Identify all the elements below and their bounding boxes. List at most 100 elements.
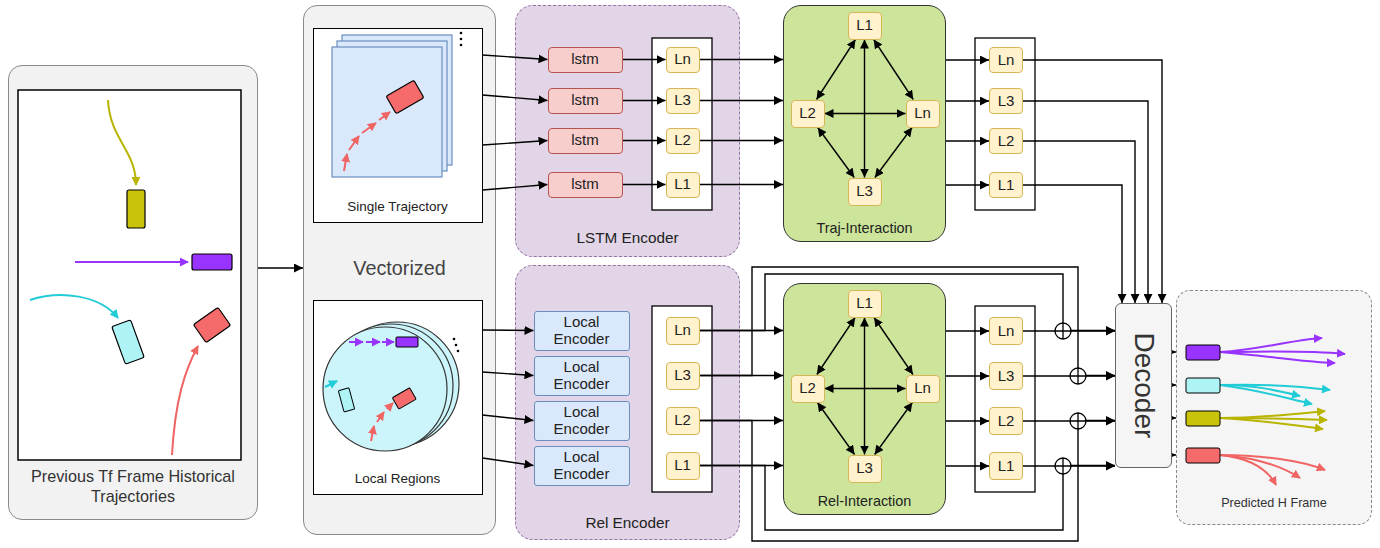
connector-arrow [946, 184, 989, 185]
panel-label: LSTM Encoder [516, 228, 739, 247]
yellow-vehicle [108, 100, 136, 185]
local-region-circles [323, 327, 447, 451]
purple-vehicle [366, 341, 380, 343]
layer-box: Ln [666, 317, 700, 345]
red-vehicle [371, 426, 374, 441]
input-box: Local Regions [313, 300, 483, 495]
box-label: Local Encoder [535, 314, 629, 347]
connector-arrow [483, 329, 534, 331]
connector-arrow [700, 274, 1116, 331]
layer-box: L3 [666, 362, 700, 390]
red-vehicle [387, 403, 393, 409]
red-prediction [1220, 455, 1325, 485]
box-label: Decoder [1128, 333, 1159, 439]
layer-box: L3 [989, 362, 1023, 390]
red-vehicle [1186, 448, 1220, 463]
yellow-prediction [1220, 411, 1325, 418]
yellow-vehicle [108, 100, 145, 228]
box-label: L3 [856, 183, 873, 200]
connector-arrow [946, 420, 989, 421]
connector-arrow [623, 184, 666, 185]
layer-box: L2 [989, 128, 1023, 154]
layer-box: L3 [989, 88, 1023, 114]
group-panel: Vectorized Single Trajectory Local Regio… [303, 5, 496, 535]
cyan-prediction [1220, 385, 1312, 404]
layer-box: L1 [848, 12, 882, 40]
layer-box: L3 [848, 178, 882, 206]
yellow-vehicle [127, 190, 145, 228]
trajectory-arrows [362, 123, 376, 133]
box-label: L1 [998, 458, 1015, 475]
purple-prediction [1220, 338, 1345, 363]
red-vehicle [377, 412, 384, 422]
box-label: L3 [674, 92, 691, 109]
connector-arrow [864, 40, 865, 178]
encoder-box: Local Encoder [534, 401, 630, 441]
connector-arrow [700, 267, 1116, 376]
box-label: Ln [998, 52, 1015, 69]
encoder-box: Local Encoder [534, 311, 630, 351]
trajectory-cards [312, 27, 482, 222]
cyan-vehicle [30, 295, 144, 364]
connector-arrow [946, 140, 989, 141]
purple-vehicle [349, 341, 363, 343]
layer-box: L3 [848, 455, 882, 483]
box-label: lstm [571, 132, 599, 149]
box-label: L3 [674, 367, 691, 384]
red-vehicle [392, 388, 416, 409]
prediction-illustration [1176, 290, 1372, 525]
cyan-vehicle [111, 319, 143, 363]
connector-arrow [1023, 141, 1135, 303]
purple-vehicle [192, 254, 232, 270]
layer-column [975, 306, 1035, 492]
connector-arrow [817, 40, 856, 100]
connector-arrow [875, 128, 912, 178]
red-prediction [1220, 455, 1300, 478]
panel-label: Vectorized [304, 256, 495, 281]
box-label: L2 [799, 105, 816, 122]
connector-arrow [483, 141, 548, 146]
connector-arrow [700, 100, 784, 101]
red-prediction [1220, 455, 1325, 470]
box-label: L2 [674, 412, 691, 429]
layer-box: L1 [666, 172, 700, 198]
red-vehicle [371, 403, 393, 441]
purple-vehicle [75, 254, 232, 270]
lstm-box: lstm [548, 88, 623, 114]
yellow-vehicle [1186, 411, 1220, 426]
cyan-prediction [1220, 384, 1330, 403]
red-vehicle [172, 346, 198, 455]
cyan-vehicle [30, 295, 118, 318]
layer-box: Ln [989, 47, 1023, 73]
panel-label: Local Regions [314, 471, 482, 488]
box-label: Local Encoder [535, 359, 629, 392]
panel-label: Rel-Interaction [784, 492, 945, 510]
connector-arrow [874, 318, 913, 375]
connector-arrow [818, 128, 855, 178]
ellipsis-dots [460, 38, 463, 41]
layer-box: L1 [989, 452, 1023, 480]
box-label: lstm [571, 51, 599, 68]
layer-box: Ln [989, 317, 1023, 345]
panel-label: Predicted H Frame [1177, 496, 1371, 512]
purple-vehicle [1186, 345, 1220, 360]
connector-arrow [874, 40, 914, 100]
encoder-panel: LSTM EncoderlstmlstmlstmlstmLnL3L2L1 [515, 5, 740, 257]
yellow-prediction [1220, 411, 1327, 429]
trajectory-arrows [344, 112, 390, 171]
lstm-box: lstm [548, 128, 623, 154]
cyan-vehicle [1186, 378, 1220, 393]
ellipsis-dots [460, 32, 463, 35]
connector-arrow [817, 403, 854, 455]
box-label: Ln [914, 380, 931, 397]
connector-arrow [946, 375, 989, 376]
layer-box: L2 [666, 407, 700, 435]
red-vehicle [371, 388, 416, 441]
connector-arrow [258, 267, 303, 268]
yellow-prediction [1220, 418, 1323, 429]
panel-label: Single Trajectory [314, 199, 482, 216]
panel-label: Traj-Interaction [784, 219, 945, 237]
box-label: L1 [998, 177, 1015, 194]
